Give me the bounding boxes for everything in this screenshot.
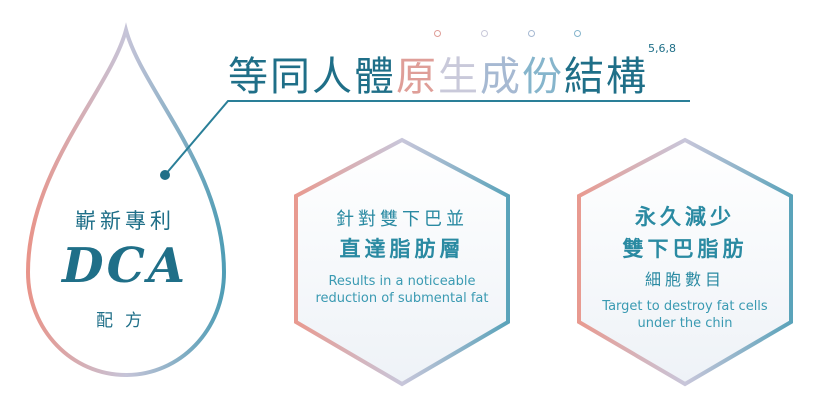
hexagon-2-text: 永久減少 雙下巴脂肪 細胞數目 Target to destroy fat ce… xyxy=(580,201,790,332)
drop-line3: 配方 xyxy=(96,311,154,331)
headline-part: 等同人體 xyxy=(228,54,396,100)
hex-zh-line2: 直達脂肪層 xyxy=(339,237,465,261)
hex-zh-line3: 細胞數目 xyxy=(644,270,725,289)
hex-en-line2: reduction of submental fat xyxy=(315,291,489,306)
connector-line xyxy=(164,100,690,176)
hex-zh-line1: 針對雙下巴並 xyxy=(336,209,468,230)
hex-zh-line1: 永久減少 xyxy=(635,205,735,229)
dot-mark xyxy=(434,30,441,37)
headline: 等同人體原生成份結構5,6,8 xyxy=(228,42,676,102)
dot-mark xyxy=(574,30,581,37)
droplet-outline xyxy=(25,22,227,378)
drop-dca: DCA xyxy=(61,238,189,294)
connector-dot xyxy=(160,170,170,180)
footnote-ref: 5,6,8 xyxy=(648,42,676,55)
hex-en-line1: Target to destroy fat cells xyxy=(602,299,768,314)
headline-part: 份 xyxy=(522,54,564,100)
hexagon-2-shape xyxy=(577,137,793,387)
hex-en-line1: Results in a noticeable xyxy=(328,274,476,289)
hexagon-1-text: 針對雙下巴並 直達脂肪層 Results in a noticeable red… xyxy=(300,205,504,307)
hexagon-1-shape xyxy=(294,137,510,387)
headline-part: 成 xyxy=(480,54,522,100)
hex-en-line2: under the chin xyxy=(637,316,733,331)
dot-mark xyxy=(528,30,535,37)
headline-part: 原 xyxy=(396,54,438,100)
headline-part: 結構 xyxy=(564,54,648,100)
dot-mark xyxy=(481,30,488,37)
hex-zh-line2: 雙下巴脂肪 xyxy=(622,237,748,261)
drop-line1: 嶄新專利 xyxy=(75,209,175,233)
headline-part: 生 xyxy=(438,54,480,100)
